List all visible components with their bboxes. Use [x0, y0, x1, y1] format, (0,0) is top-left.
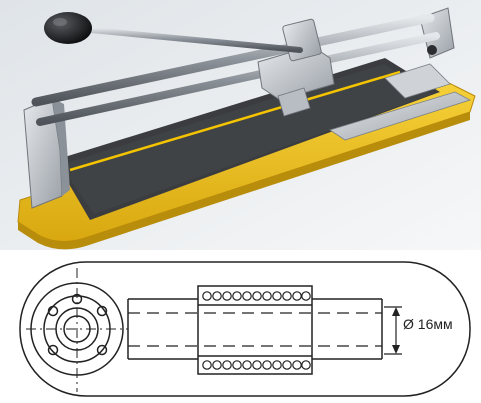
- carriage-foot: [277, 87, 311, 117]
- guide-rail-upper: [31, 13, 435, 107]
- diameter-label: Ø 16мм: [403, 316, 453, 332]
- end-view-centerlines: [26, 268, 128, 392]
- drawing-frame: [19, 261, 471, 397]
- lever-knob-highlight: [53, 18, 67, 26]
- tile-cutter-photo: [0, 0, 481, 250]
- bearing-balls-top: [202, 291, 311, 301]
- diameter-dimension: [384, 306, 402, 355]
- bearing-housing: [197, 285, 313, 375]
- shaft-side-view: [127, 298, 383, 360]
- angle-guide-plate: [329, 91, 472, 141]
- lever-handle: [67, 25, 303, 53]
- bore-hidden-lines: [128, 312, 382, 347]
- cutting-board-texture: [60, 64, 432, 214]
- bearing-balls-bottom: [202, 360, 311, 370]
- guide-line: [69, 70, 401, 172]
- side-stop: [384, 63, 451, 99]
- right-end-screw: [427, 45, 437, 55]
- guide-rail-lower: [36, 32, 440, 126]
